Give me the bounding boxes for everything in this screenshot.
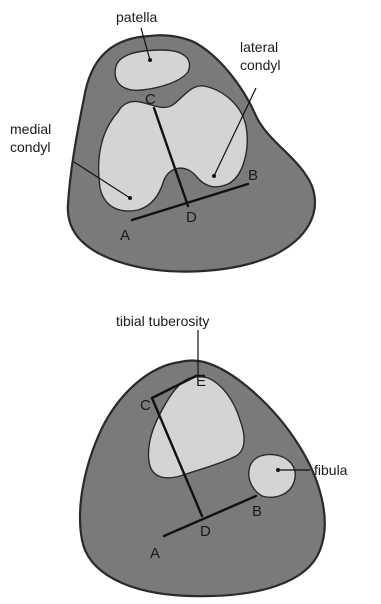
top-diagram: patella lateral condyl medial condyl C B… bbox=[10, 9, 315, 272]
lateral-condyl-leader-dot bbox=[212, 174, 216, 178]
bottom-point-e: E bbox=[196, 373, 206, 390]
label-medial-condyl-line1: medial bbox=[10, 121, 51, 137]
bottom-point-c: C bbox=[140, 397, 151, 414]
label-lateral-condyl-line2: condyl bbox=[240, 57, 280, 73]
label-lateral-condyl-line1: lateral bbox=[240, 39, 278, 55]
label-tibial-tuberosity: tibial tuberosity bbox=[116, 313, 209, 329]
bottom-diagram: tibial tuberosity fibula E C B D A bbox=[80, 313, 348, 596]
fibula-leader-dot bbox=[276, 468, 280, 472]
bottom-point-b: B bbox=[252, 503, 262, 520]
medial-condyl-leader-dot bbox=[128, 196, 132, 200]
bottom-point-d: D bbox=[200, 523, 211, 540]
label-patella: patella bbox=[116, 9, 157, 25]
top-point-a: A bbox=[120, 227, 130, 244]
top-point-d: D bbox=[186, 209, 197, 226]
label-medial-condyl-line2: condyl bbox=[10, 139, 50, 155]
label-fibula: fibula bbox=[314, 462, 348, 478]
top-point-c: C bbox=[145, 91, 156, 108]
top-point-b: B bbox=[248, 167, 258, 184]
patella-leader-dot bbox=[148, 58, 152, 62]
fibula-shape bbox=[249, 454, 295, 497]
bottom-point-a: A bbox=[150, 545, 160, 562]
